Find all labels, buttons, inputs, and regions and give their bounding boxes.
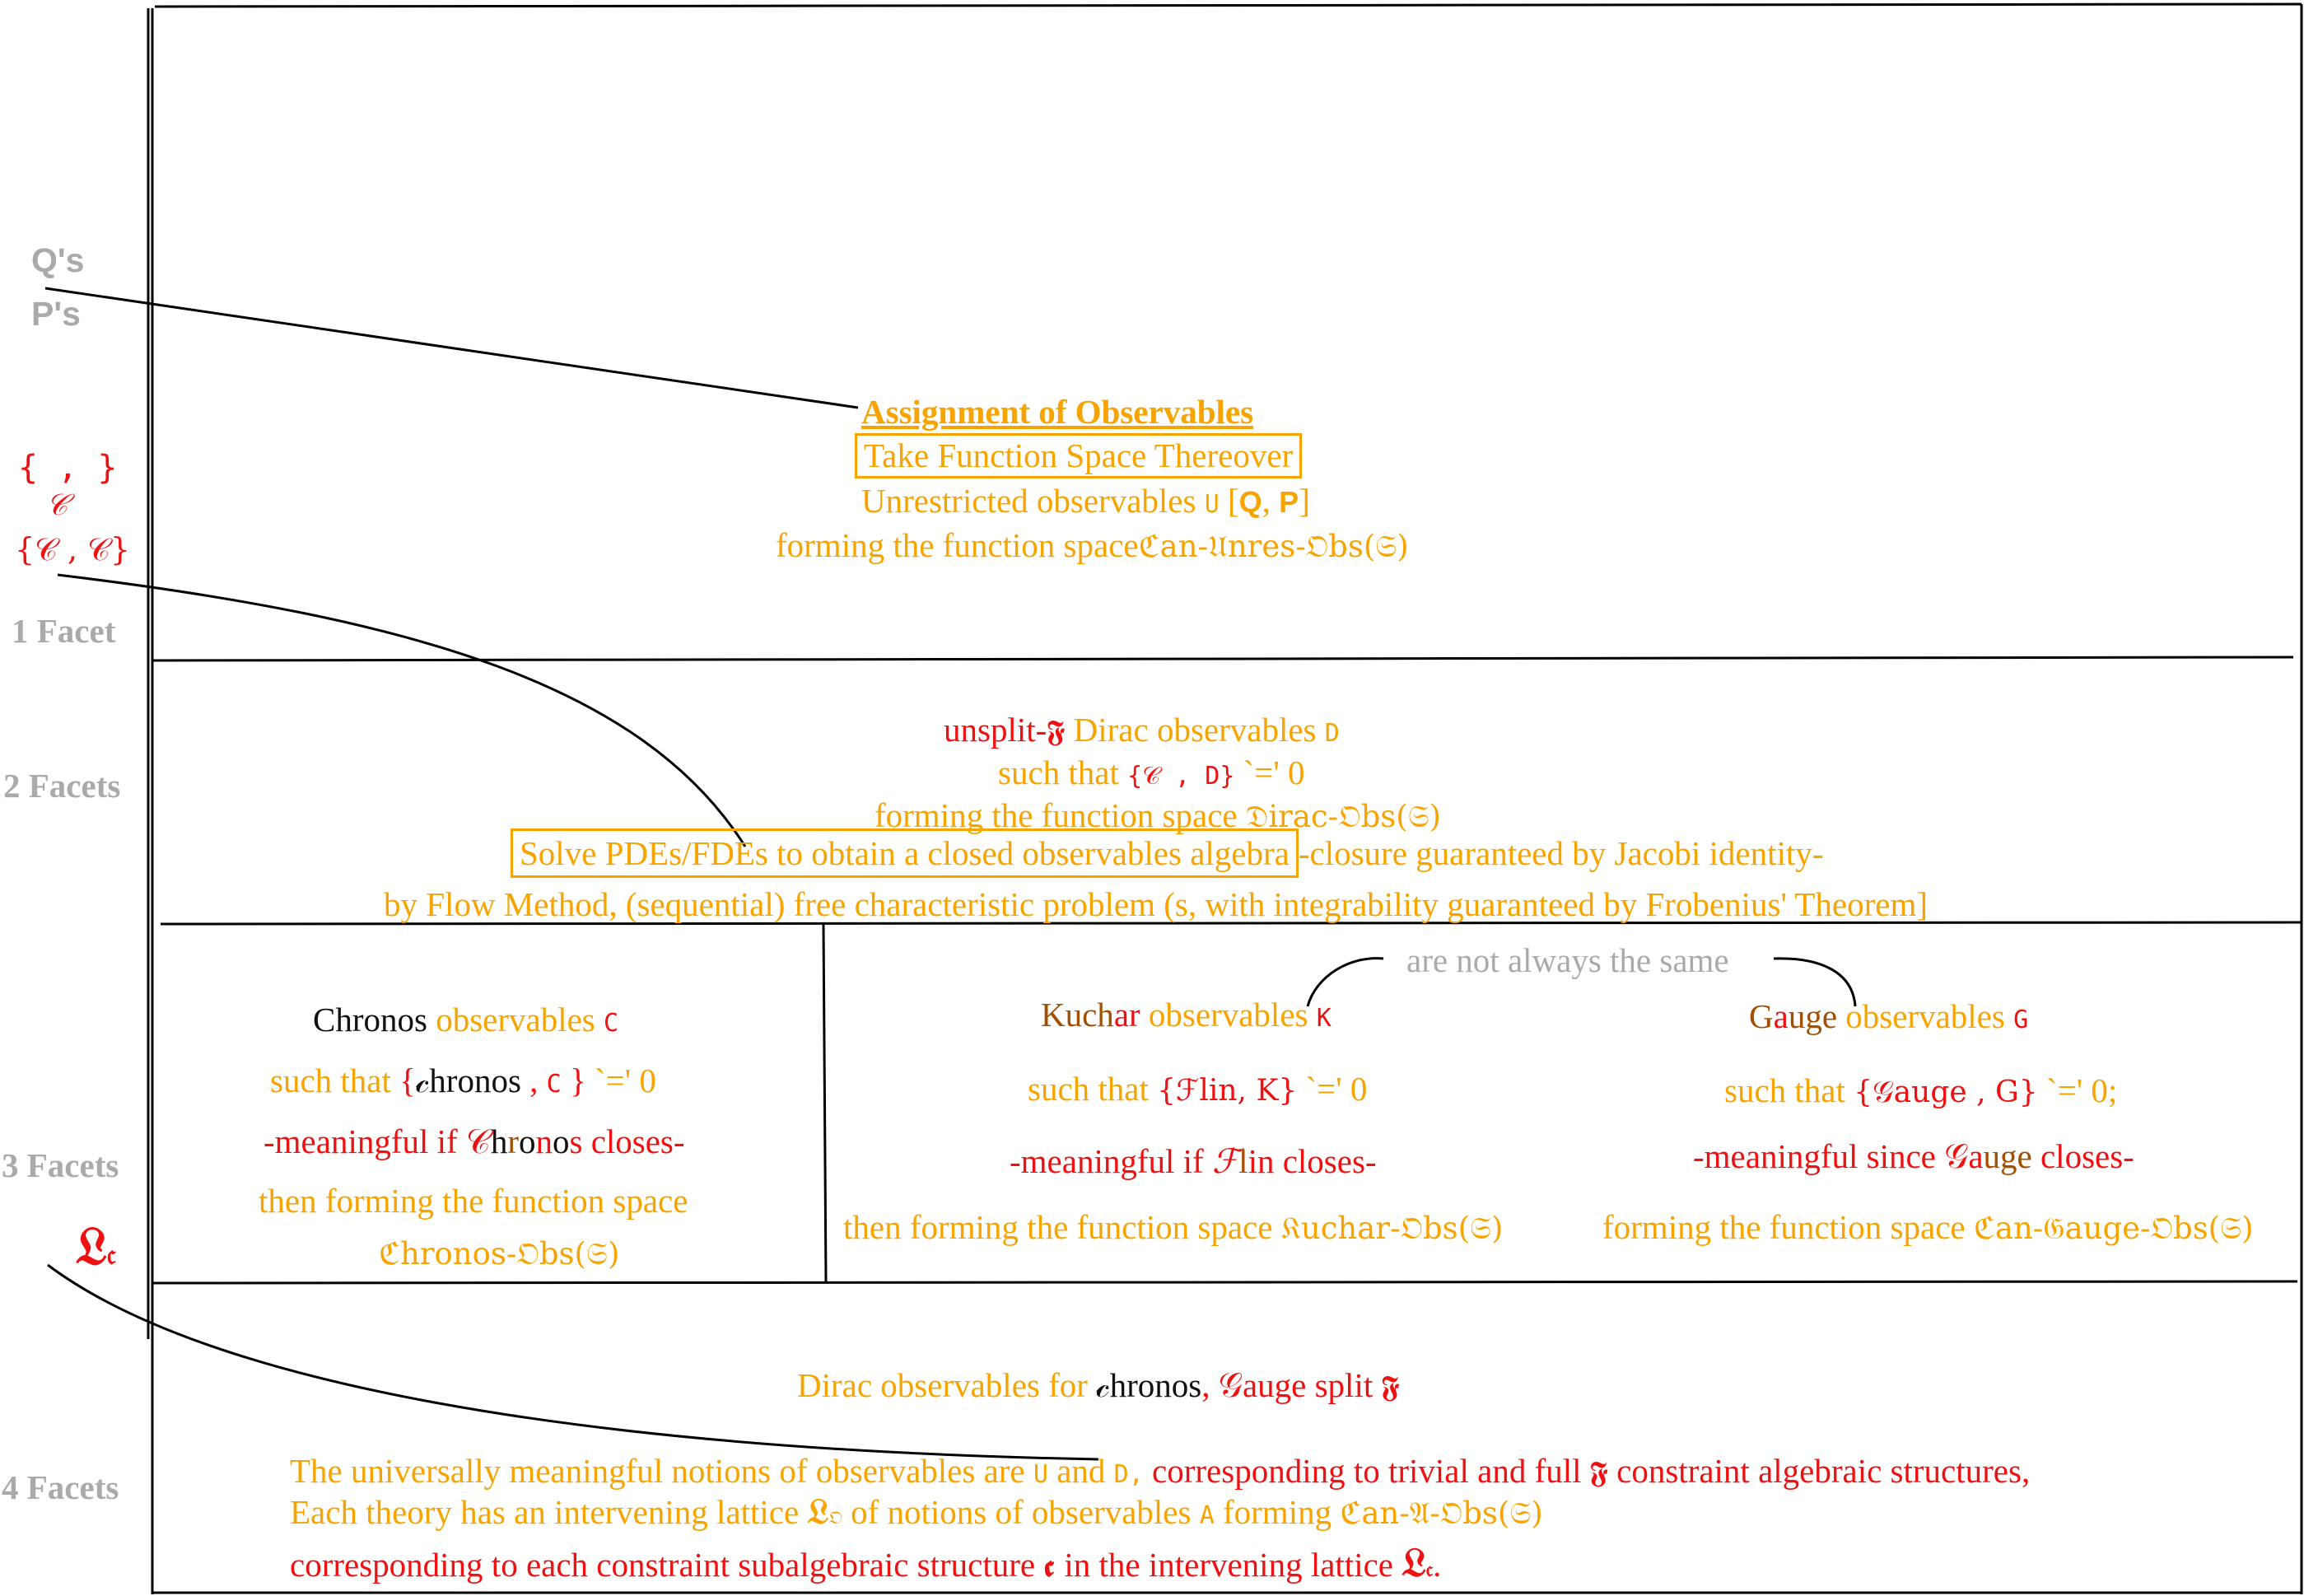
chronos-then-line: then forming the function space — [259, 1182, 688, 1220]
connector-braces — [57, 573, 747, 847]
connector-lc — [47, 1263, 1099, 1461]
row1-unrestricted-line: Unrestricted observables U [Q, P] — [861, 482, 1310, 520]
row2-unsplit-line: unsplit-𝕱 Dirac observables D — [944, 711, 1340, 749]
chronos-such-that-line: such that {𝒸hronos , C } `=' 0 — [270, 1062, 656, 1099]
kuchar-meaningful-line: -meaningful if ℱlin closes- — [1010, 1142, 1377, 1180]
arc-gauge — [1773, 957, 1857, 1007]
facet-4-label: 4 Facets — [2, 1468, 119, 1506]
divider-vertical-row3 — [822, 923, 828, 1282]
row1-title: Assignment of Observables — [861, 393, 1254, 431]
row2-solve-line: Solve PDEs/FDEs to obtain a closed obser… — [511, 828, 1823, 878]
row4-dirac-split-line: Dirac observables for 𝒸hronos, 𝒢auge spl… — [797, 1366, 1400, 1404]
arc-kuchar — [1306, 957, 1384, 1007]
row4-lattice-line: Each theory has an intervening lattice 𝔏… — [290, 1491, 1543, 1533]
gauge-such-that-line: such that {𝒢auge , G} `=' 0; — [1724, 1071, 2118, 1109]
kuchar-such-that-line: such that {ℱlin, K} `=' 0 — [1028, 1070, 1368, 1108]
chronos-observables-line: Chronos observables C — [313, 1001, 619, 1038]
lattice-lc-label: 𝔏𝔠 — [76, 1216, 116, 1277]
ps-label: P's — [31, 295, 81, 333]
row1-boxed-step: Take Function Space Thereover — [855, 433, 1303, 478]
row1-function-space-line: forming the function spaceℭan-𝔘nres-𝔒bs(… — [776, 526, 1409, 564]
connector-qp — [44, 287, 859, 409]
divider-1-2 — [152, 656, 2294, 662]
qs-label: Q's — [31, 241, 85, 279]
facet-1-label: 1 Facet — [12, 612, 116, 650]
row4-subalgebraic-line: corresponding to each constraint subalge… — [290, 1538, 1442, 1586]
row2-flow-method-line: by Flow Method, (sequential) free charac… — [384, 885, 1928, 923]
gauge-observables-line: Gauge observables G — [1749, 997, 2029, 1035]
row2-function-space-line: forming the function space 𝔇irac-𝔒bs(𝔖) — [874, 796, 1442, 834]
kuchar-then-line: then forming the function space 𝔎uchar-𝔒… — [843, 1208, 1504, 1246]
constraint-c-label: 𝒞 — [46, 488, 68, 522]
top-border — [154, 2, 2302, 8]
poisson-brace-label: { , } — [18, 449, 118, 487]
row2-such-that-line: such that {𝒞 , D} `=' 0 — [998, 754, 1305, 791]
chronos-meaningful-line: -meaningful if 𝒞hronos closes- — [264, 1122, 685, 1160]
chronos-space: ℭhronos-𝔒bs(𝔖) — [379, 1236, 620, 1272]
not-always-same-note: are not always the same — [1406, 941, 1729, 979]
facet-3-label: 3 Facets — [2, 1146, 119, 1184]
gauge-meaningful-line: -meaningful since 𝒢auge closes- — [1693, 1137, 2134, 1175]
facet-2-label: 2 Facets — [3, 767, 121, 805]
kuchar-observables-line: Kuchar observables K — [1041, 996, 1332, 1034]
row4-universal-line: The universally meaningful notions of ob… — [290, 1452, 2031, 1490]
divider-2-3 — [160, 921, 2302, 926]
divider-3-4 — [152, 1280, 2298, 1285]
gauge-then-line: forming the function space ℭan-𝔊auge-𝔒bs… — [1602, 1208, 2254, 1246]
cc-bracket-label: {𝒞 , 𝒞} — [15, 531, 130, 567]
